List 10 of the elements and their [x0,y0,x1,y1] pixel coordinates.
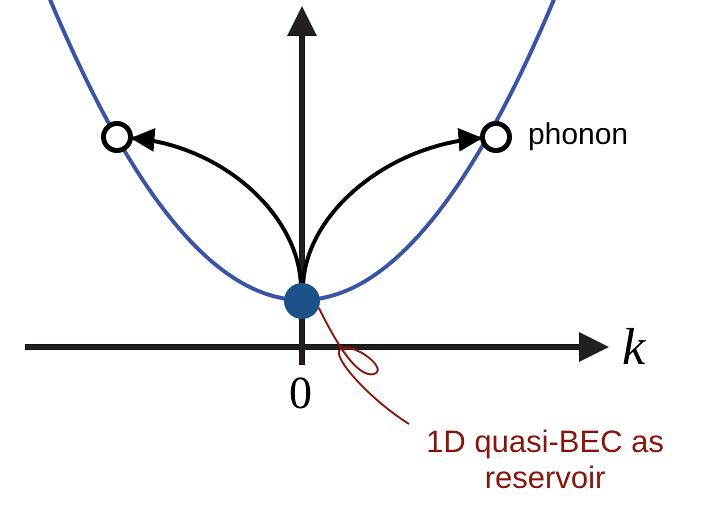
annotation-text: 1D quasi-BEC as reservoir [425,424,665,496]
arrow [130,129,303,284]
phonon-circle [480,121,512,153]
leader-line [318,307,410,425]
axis-label: k [622,322,646,374]
tick-label: 0 [289,370,312,416]
phonon-circle [101,121,133,153]
phonon-label: phonon [528,118,628,152]
condensate-dot [284,283,320,319]
arrow [301,129,482,284]
